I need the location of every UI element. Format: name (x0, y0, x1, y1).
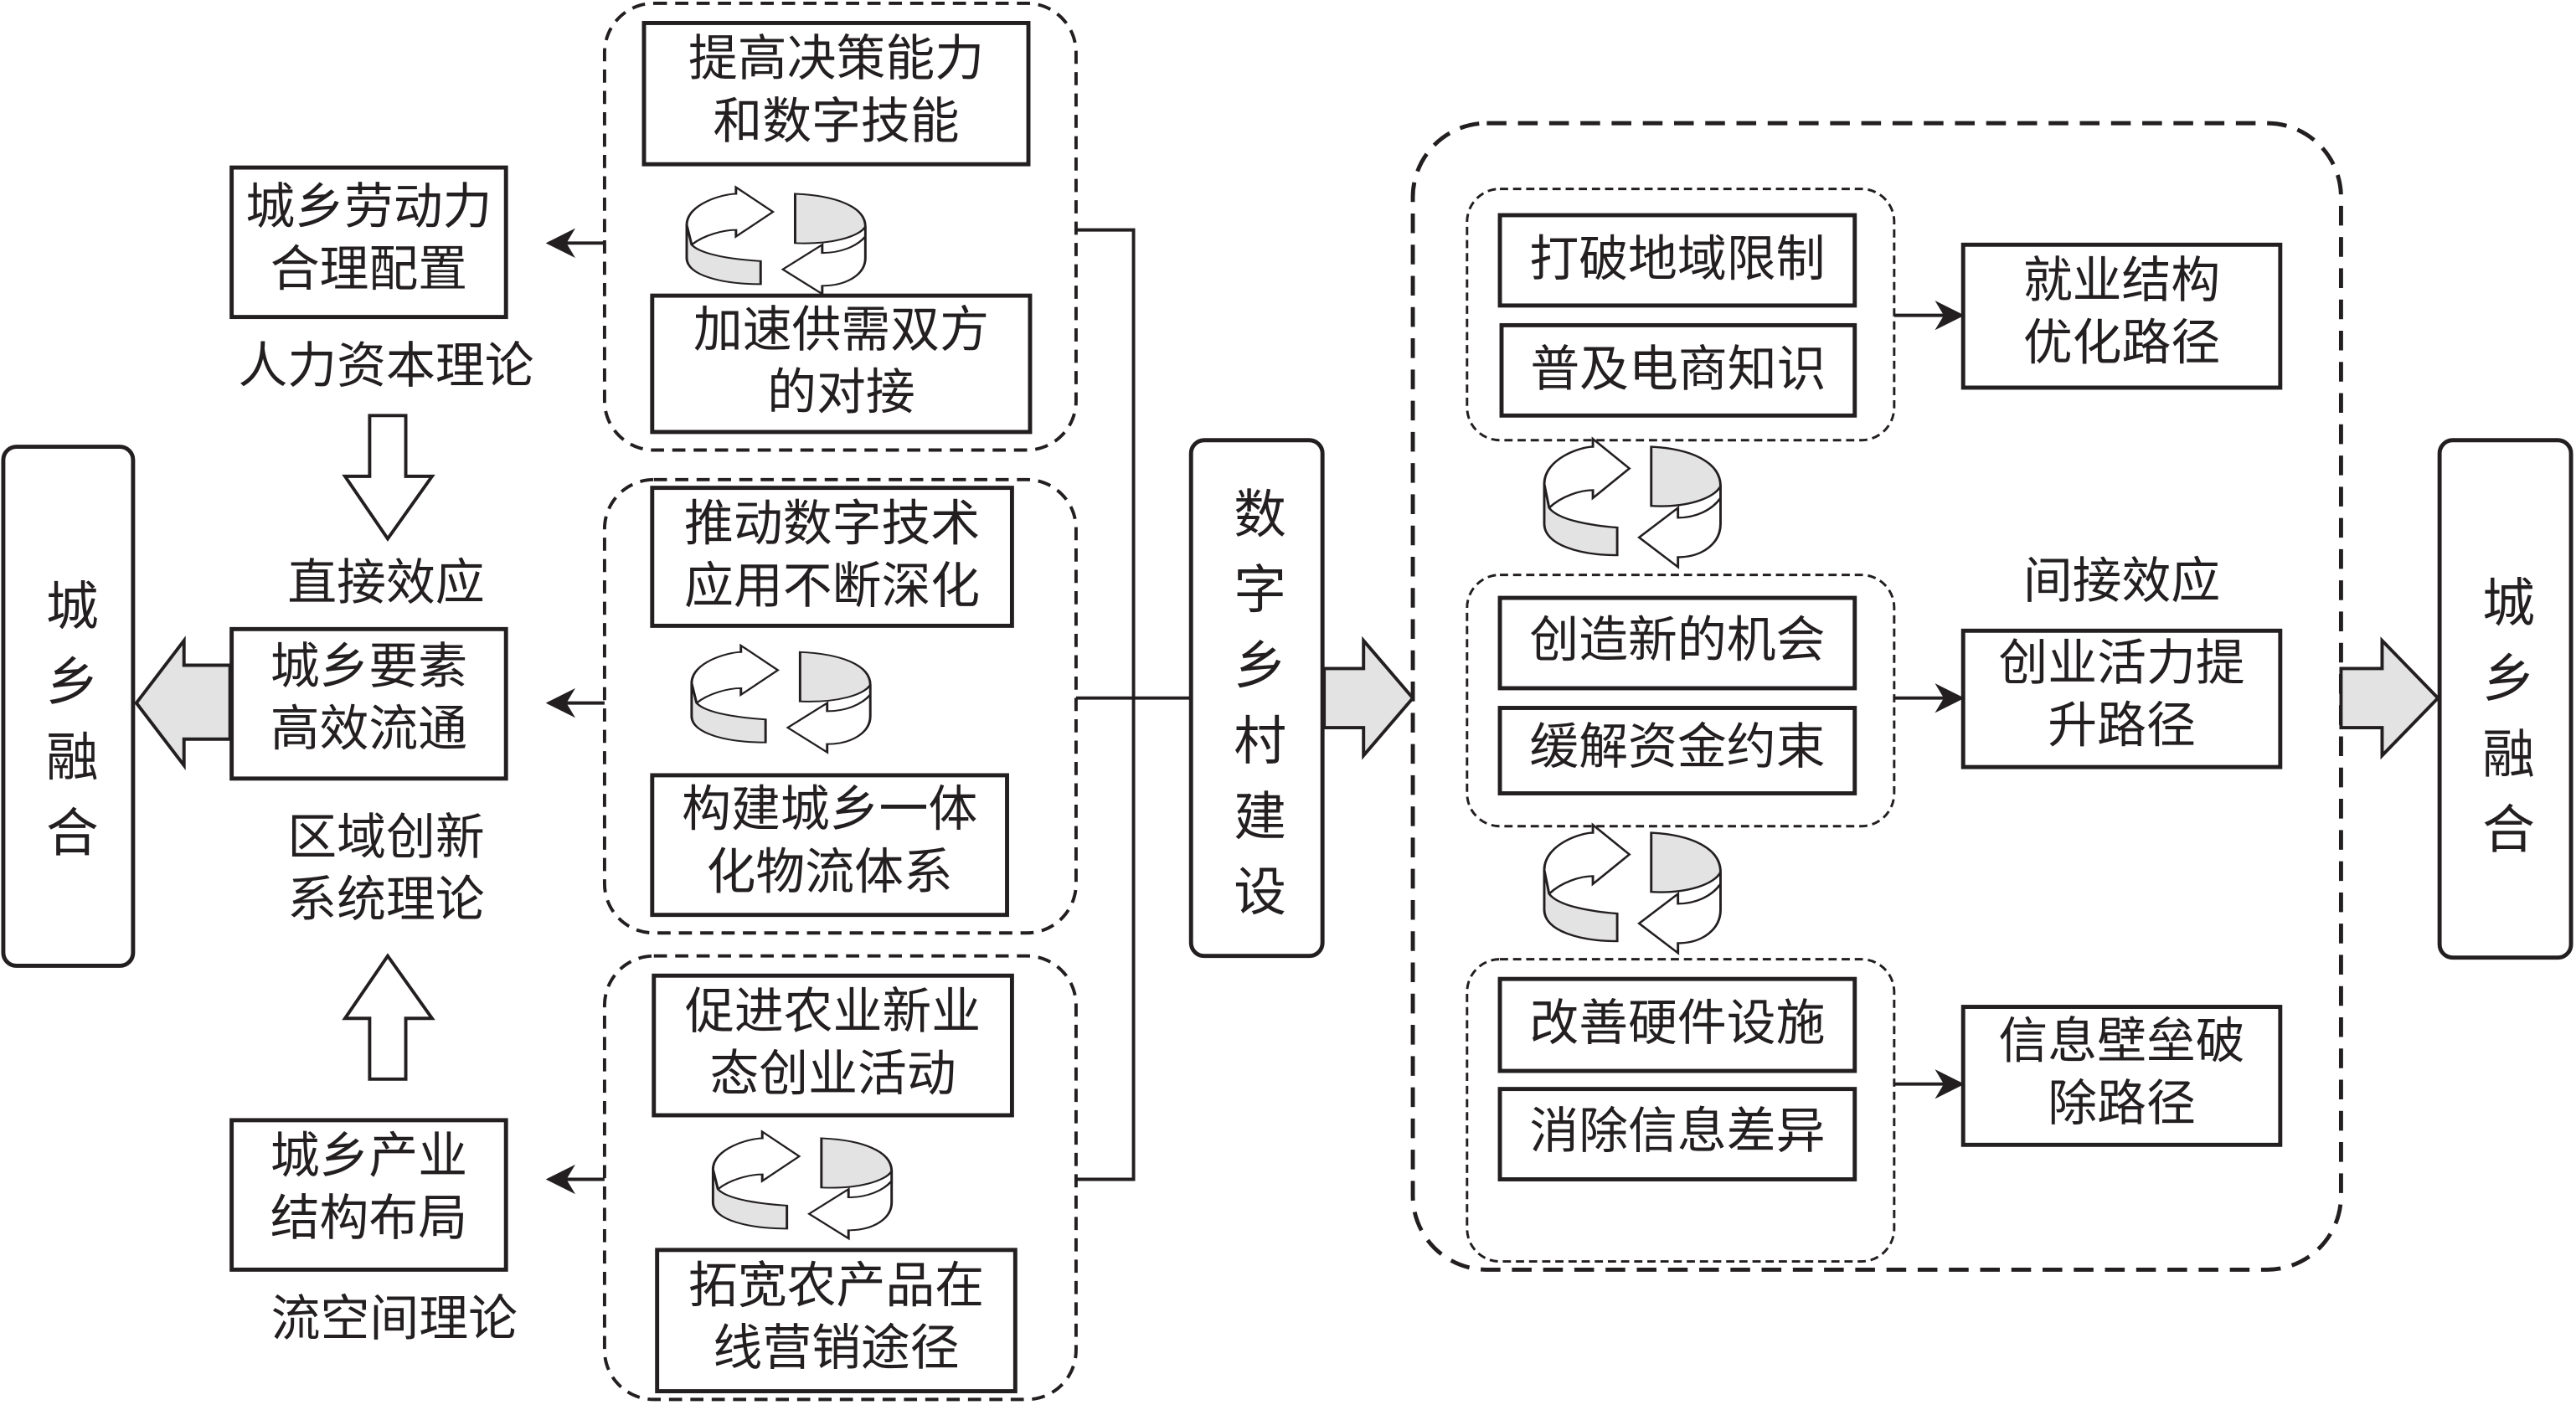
right-output-arrow (2339, 636, 2440, 760)
indirect-group-frame (1466, 574, 1896, 828)
direct-group-3-frame (602, 954, 1078, 1402)
direct-item: 促进农业新业 态创业活动 (685, 984, 981, 1104)
indirect-item-box (1497, 706, 1857, 795)
up-hollow-arrow (342, 953, 435, 1081)
path-box (1960, 628, 2283, 769)
direct-box (652, 973, 1014, 1118)
indirect-item: 创造新的机会 (1529, 612, 1826, 671)
cycle-arrows-icon (711, 1130, 894, 1240)
center-box (1188, 438, 1325, 959)
indirect-effect-title: 间接效应 (2022, 553, 2221, 611)
direct-effect-title: 直接效应 (287, 555, 485, 613)
theory-label-regional-innovation: 区域创新 系统理论 (287, 810, 485, 929)
outcome-label-industry: 城乡产业 结构布局 (270, 1128, 468, 1248)
left-output-label: 城乡融合 (38, 578, 100, 881)
down-hollow-arrow (342, 414, 435, 542)
direct-item: 构建城乡一体 化物流体系 (682, 781, 978, 901)
direct-group-1-frame (602, 1, 1078, 452)
bracket-connector (1075, 228, 1192, 1181)
right-output-label: 城乡融合 (2474, 574, 2537, 877)
path-box (1960, 1005, 2283, 1147)
indirect-item-box (1497, 595, 1857, 691)
direct-box (650, 486, 1014, 628)
indirect-item-box (1499, 322, 1857, 418)
cycle-arrows-icon (690, 644, 872, 754)
direct-item: 加速供需双方 的对接 (693, 301, 989, 422)
center-label: 数字乡村建设 (1225, 486, 1288, 940)
center-to-indirect-arrow (1322, 636, 1415, 760)
cycle-arrows-icon (685, 186, 867, 296)
outcome-box-factors (229, 626, 508, 781)
outcome-box-industry (229, 1118, 508, 1272)
left-output-box (1, 445, 136, 968)
indirect-outer-frame (1410, 121, 2343, 1272)
direct-item: 推动数字技术 应用不断深化 (684, 496, 981, 615)
cycle-arrows-icon (1543, 437, 1722, 569)
outcome-box-labor (229, 165, 508, 320)
direct-box (650, 773, 1009, 918)
path-box (1960, 242, 2283, 390)
direct-box (655, 1248, 1018, 1394)
cycle-arrows-icon (1543, 823, 1722, 955)
indirect-item: 普及电商知识 (1530, 342, 1826, 399)
direct-box (641, 21, 1031, 167)
direct-box (650, 293, 1033, 435)
indirect-item-box (1497, 1087, 1857, 1181)
theory-label-human-capital: 人力资本理论 (238, 338, 534, 396)
path-label-employment: 就业结构 优化路径 (2022, 253, 2221, 373)
indirect-item: 打破地域限制 (1529, 231, 1826, 290)
path-label-information: 信息壁垒破 除路径 (1998, 1013, 2245, 1133)
direct-item: 提高决策能力 和数字技能 (688, 31, 985, 151)
outcome-label-labor: 城乡劳动力 合理配置 (245, 178, 492, 299)
left-output-arrow (134, 636, 232, 770)
outcome-label-factors: 城乡要素 高效流通 (270, 639, 468, 759)
indirect-group-frame (1466, 958, 1896, 1263)
indirect-item: 改善硬件设施 (1529, 995, 1826, 1053)
direct-group-2-frame (602, 477, 1078, 935)
indirect-item: 缓解资金约束 (1529, 719, 1826, 777)
direct-item: 拓宽农产品在 线营销途径 (688, 1258, 985, 1377)
right-output-box (2437, 438, 2573, 960)
indirect-item-box (1497, 976, 1857, 1073)
theory-label-space-of-flows: 流空间理论 (270, 1290, 518, 1349)
path-label-entrepreneurship: 创业活力提 升路径 (1998, 636, 2245, 755)
indirect-item: 消除信息差异 (1529, 1104, 1826, 1161)
indirect-item-box (1497, 213, 1857, 308)
